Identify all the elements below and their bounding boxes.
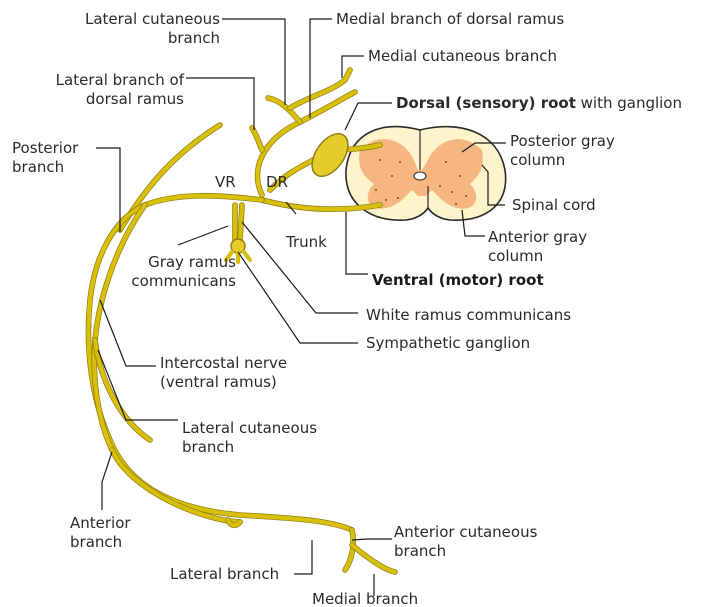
label-dorsal-root: Dorsal (sensory) root with ganglion — [396, 94, 682, 113]
label-ventral-root: Ventral (motor) root — [372, 271, 544, 290]
label-lateral-cutaneous-branch-mid: Lateral cutaneous branch — [182, 419, 317, 457]
label-white-ramus-communicans: White ramus communicans — [366, 306, 571, 325]
label-line: Gray ramus — [70, 253, 236, 272]
label-vr: VR — [215, 173, 236, 192]
label-intercostal-nerve: Intercostal nerve (ventral ramus) — [160, 354, 287, 392]
label-posterior-branch: Posterior branch — [12, 139, 78, 177]
label-anterior-branch: Anterior branch — [70, 514, 131, 552]
posterior-branch-nerve — [120, 125, 220, 230]
label-line: dorsal ramus — [12, 90, 184, 109]
label-medial-cutaneous-branch: Medial cutaneous branch — [368, 47, 557, 66]
label-line: Intercostal nerve — [160, 354, 287, 373]
label-dorsal-root-rest: with ganglion — [576, 94, 682, 112]
label-anterior-cutaneous-branch: Anterior cutaneous branch — [394, 523, 537, 561]
label-spinal-cord: Spinal cord — [512, 196, 596, 215]
label-line: column — [488, 247, 587, 266]
label-line: Anterior gray — [488, 228, 587, 247]
label-trunk: Trunk — [286, 233, 327, 252]
label-line: communicans — [70, 272, 236, 291]
label-line: Posterior gray — [510, 132, 615, 151]
label-line: Posterior — [12, 139, 78, 158]
label-gray-ramus-communicans: Gray ramus communicans — [70, 253, 236, 291]
label-line: branch — [182, 438, 317, 457]
central-canal — [414, 172, 426, 180]
nerve-paths — [88, 70, 395, 572]
label-lateral-branch-dorsal-ramus: Lateral branch of dorsal ramus — [12, 71, 184, 109]
label-line: branch — [70, 533, 131, 552]
label-lateral-cutaneous-branch-top: Lateral cutaneous branch — [40, 10, 220, 48]
label-anterior-gray-column: Anterior gray column — [488, 228, 587, 266]
label-posterior-gray-column: Posterior gray column — [510, 132, 615, 170]
label-line: Anterior — [70, 514, 131, 533]
label-line: column — [510, 151, 615, 170]
label-line: Anterior cutaneous — [394, 523, 537, 542]
label-lateral-branch: Lateral branch — [170, 565, 279, 584]
label-dr: DR — [266, 173, 288, 192]
label-sympathetic-ganglion: Sympathetic ganglion — [366, 334, 530, 353]
label-line: branch — [394, 542, 537, 561]
label-line: branch — [12, 158, 78, 177]
label-line: Lateral cutaneous — [40, 10, 220, 29]
label-line: (ventral ramus) — [160, 373, 287, 392]
label-line: branch — [40, 29, 220, 48]
label-line: Lateral branch of — [12, 71, 184, 90]
label-dorsal-root-bold: Dorsal (sensory) root — [396, 94, 576, 112]
label-medial-branch: Medial branch — [312, 590, 418, 607]
label-line: Lateral cutaneous — [182, 419, 317, 438]
label-medial-branch-dorsal-ramus: Medial branch of dorsal ramus — [336, 10, 564, 29]
anterior-cutaneous-end — [345, 530, 353, 570]
